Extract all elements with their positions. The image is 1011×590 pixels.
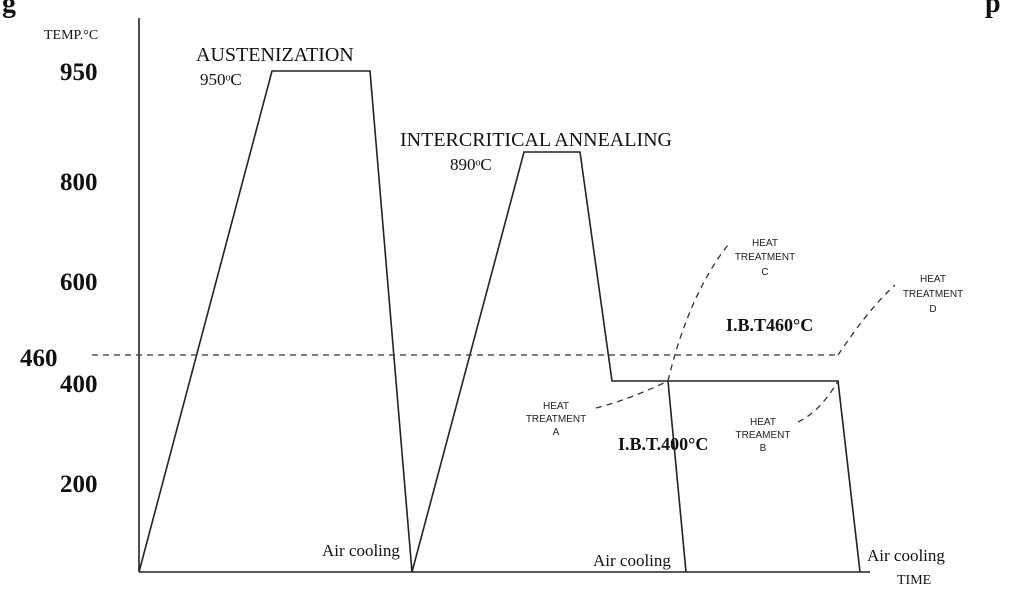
- air-cooling-label-2: Air cooling: [593, 551, 671, 570]
- air-cooling-label-1: Air cooling: [322, 541, 400, 560]
- austenization-curve: [138, 70, 413, 573]
- treatment-a-branch: [595, 380, 669, 409]
- treatment-a-line3: A: [553, 427, 560, 438]
- treatment-b-line2: TREAMENT: [736, 430, 791, 441]
- y-tick-950: 950: [60, 59, 98, 86]
- treatment-c-branch: [667, 244, 729, 382]
- air-cooling-label-3: Air cooling: [867, 546, 945, 565]
- treatment-a-line2: TREATMENT: [526, 414, 586, 425]
- ibt400-cooling-line: [667, 380, 687, 573]
- treatment-d-line1: HEAT: [920, 274, 946, 285]
- intercritical-title: INTERCRITICAL ANNEALING: [400, 129, 672, 151]
- treatment-a-line1: HEAT: [543, 401, 569, 412]
- intercritical-temp: 890ᵒC: [450, 155, 492, 174]
- ibt400-label: I.B.T.400°C: [618, 434, 708, 454]
- y-tick-600: 600: [60, 269, 98, 296]
- header-fragment-right: p: [985, 0, 1001, 19]
- ibt460-label: I.B.T460°C: [726, 315, 813, 335]
- treatment-d-branch: [837, 284, 896, 356]
- y-tick-800: 800: [60, 169, 98, 196]
- treatment-d-line3: D: [929, 304, 936, 315]
- treatment-b-line3: B: [760, 443, 767, 454]
- x-axis-title: TIME: [897, 573, 931, 588]
- y-axis-title: TEMP.°C: [44, 28, 98, 43]
- treatment-b-line1: HEAT: [750, 417, 776, 428]
- y-tick-400: 400: [60, 371, 98, 398]
- treatment-c-line2: TREATMENT: [735, 252, 795, 263]
- treatment-c-line3: C: [761, 267, 768, 278]
- intercritical-curve: [411, 151, 861, 573]
- y-tick-200: 200: [60, 471, 98, 498]
- treatment-c-line1: HEAT: [752, 238, 778, 249]
- austenization-title: AUSTENIZATION: [196, 44, 354, 66]
- y-tick-460: 460: [20, 345, 58, 372]
- treatment-d-line2: TREATMENT: [903, 289, 963, 300]
- header-fragment-left: g: [2, 0, 16, 19]
- austenization-temp: 950ᵒC: [200, 70, 242, 89]
- treatment-b-branch: [797, 380, 839, 423]
